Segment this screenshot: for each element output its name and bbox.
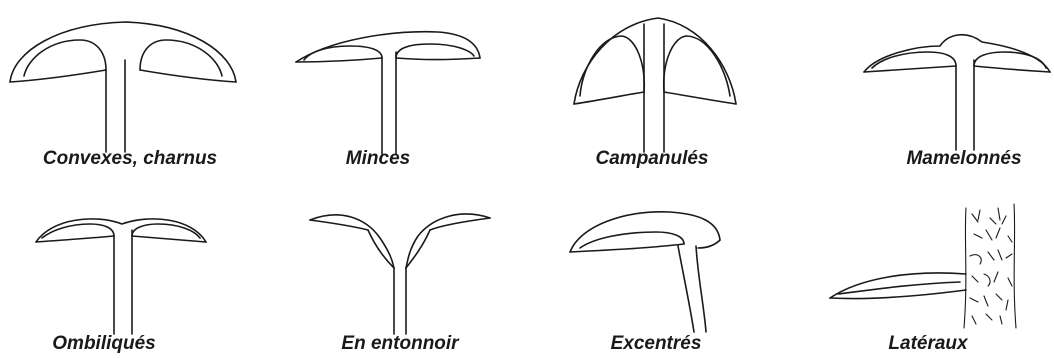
caption-excentres: Excentrés [611, 333, 702, 355]
mushroom-eccentric-cap-drawing [560, 178, 760, 358]
caption-ombiliques: Ombiliqués [52, 333, 155, 355]
caption-campanules: Campanulés [596, 148, 709, 170]
caption-mamelonnes: Mamelonnés [906, 148, 1021, 170]
mushroom-funnel-cap-drawing [300, 178, 500, 358]
caption-en-entonnoir: En entonnoir [341, 333, 458, 355]
caption-convexes: Convexes, charnus [43, 148, 217, 170]
mushroom-lateral-on-wood-drawing [820, 178, 1054, 358]
mushroom-umbilicate-cap-drawing [0, 178, 260, 358]
caption-minces: Minces [346, 148, 410, 170]
caption-lateraux: Latéraux [888, 333, 967, 355]
